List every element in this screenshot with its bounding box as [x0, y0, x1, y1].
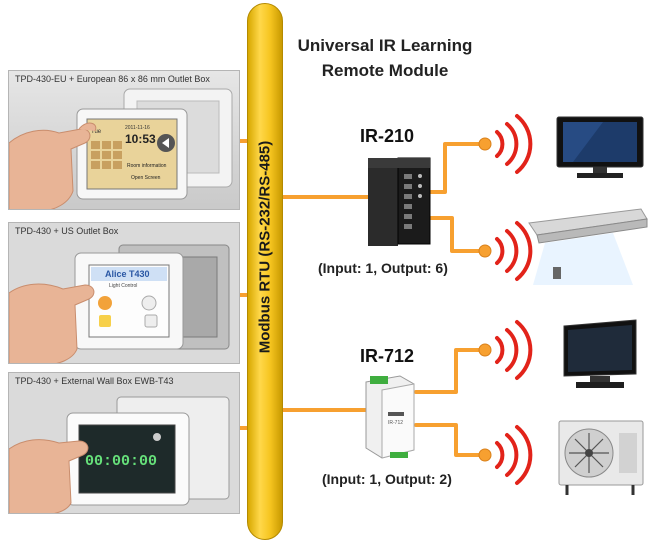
tpd430-eu-panel: Tue 2011-11-16 10:53 Room information Op…: [8, 70, 240, 210]
screen-date: 2011-11-16: [125, 125, 150, 131]
ir712-io-label: (Input: 1, Output: 2): [322, 471, 452, 487]
diagram-title: Universal IR Learning Remote Module: [280, 33, 490, 83]
ir210-io-label: (Input: 1, Output: 6): [318, 260, 448, 276]
modbus-bus: [247, 3, 283, 540]
ir-emitter-icon: [478, 137, 492, 151]
screen-button-room-info: Room information: [127, 163, 167, 169]
screen-time: 10:53: [125, 132, 156, 146]
screen-day: Tue: [91, 129, 102, 135]
ir-emitter-icon: [478, 448, 492, 462]
ir210-device: [368, 157, 431, 246]
diagram-title-line-1: Universal IR Learning: [297, 36, 473, 55]
ir-waves-icon: [495, 114, 533, 174]
panel-caption: TPD-430-EU + European 86 x 86 mm Outlet …: [15, 74, 210, 84]
tpd430-eu-photo: Tue 2011-11-16 10:53 Room information Op…: [9, 71, 239, 209]
panel-caption: TPD-430 + US Outlet Box: [15, 226, 119, 236]
ir-emitter-icon: [478, 244, 492, 258]
ir210-output-2-wire: [428, 216, 484, 253]
tpd430-us-photo: Alice T430 Light Control: [9, 223, 239, 363]
svg-text:IR-712: IR-712: [388, 420, 403, 426]
ir-waves-icon: [495, 320, 533, 380]
screen-clock: 00:00:00: [85, 453, 157, 470]
tpd430-ewb-photo: 00:00:00: [9, 373, 239, 513]
ir-waves-icon: [495, 425, 533, 485]
tv-icon: [563, 319, 637, 388]
ir210-output-1-wire: [428, 142, 484, 194]
ir-emitter-icon: [478, 343, 492, 357]
ir712-device: IR-712: [365, 375, 415, 459]
ir210-model-label: IR-210: [360, 126, 415, 146]
ir712-model-label: IR-712: [360, 346, 415, 366]
ir712-output-1-wire: [414, 348, 484, 394]
diagram-title-line-2: Remote Module: [321, 61, 449, 80]
air-conditioner-outdoor-icon: [558, 420, 644, 495]
air-conditioner-indoor-icon: [528, 208, 648, 285]
screen-title: Alice T430: [105, 269, 150, 279]
panel-caption: TPD-430 + External Wall Box EWB-T43: [15, 376, 174, 386]
ir-waves-icon: [495, 221, 533, 281]
tpd430-ewb-panel: 00:00:00 TPD-430 + External Wall Box EWB…: [8, 372, 240, 514]
screen-button-open-screen: Open Screen: [131, 175, 161, 181]
tv-icon: [556, 116, 644, 178]
tpd430-us-panel: Alice T430 Light Control TPD-430 + US Ou…: [8, 222, 240, 364]
bus-label: Modbus RTU (RS-232/RS-485): [256, 140, 274, 354]
ir712-output-2-wire: [414, 423, 484, 457]
screen-subtitle: Light Control: [109, 283, 137, 289]
